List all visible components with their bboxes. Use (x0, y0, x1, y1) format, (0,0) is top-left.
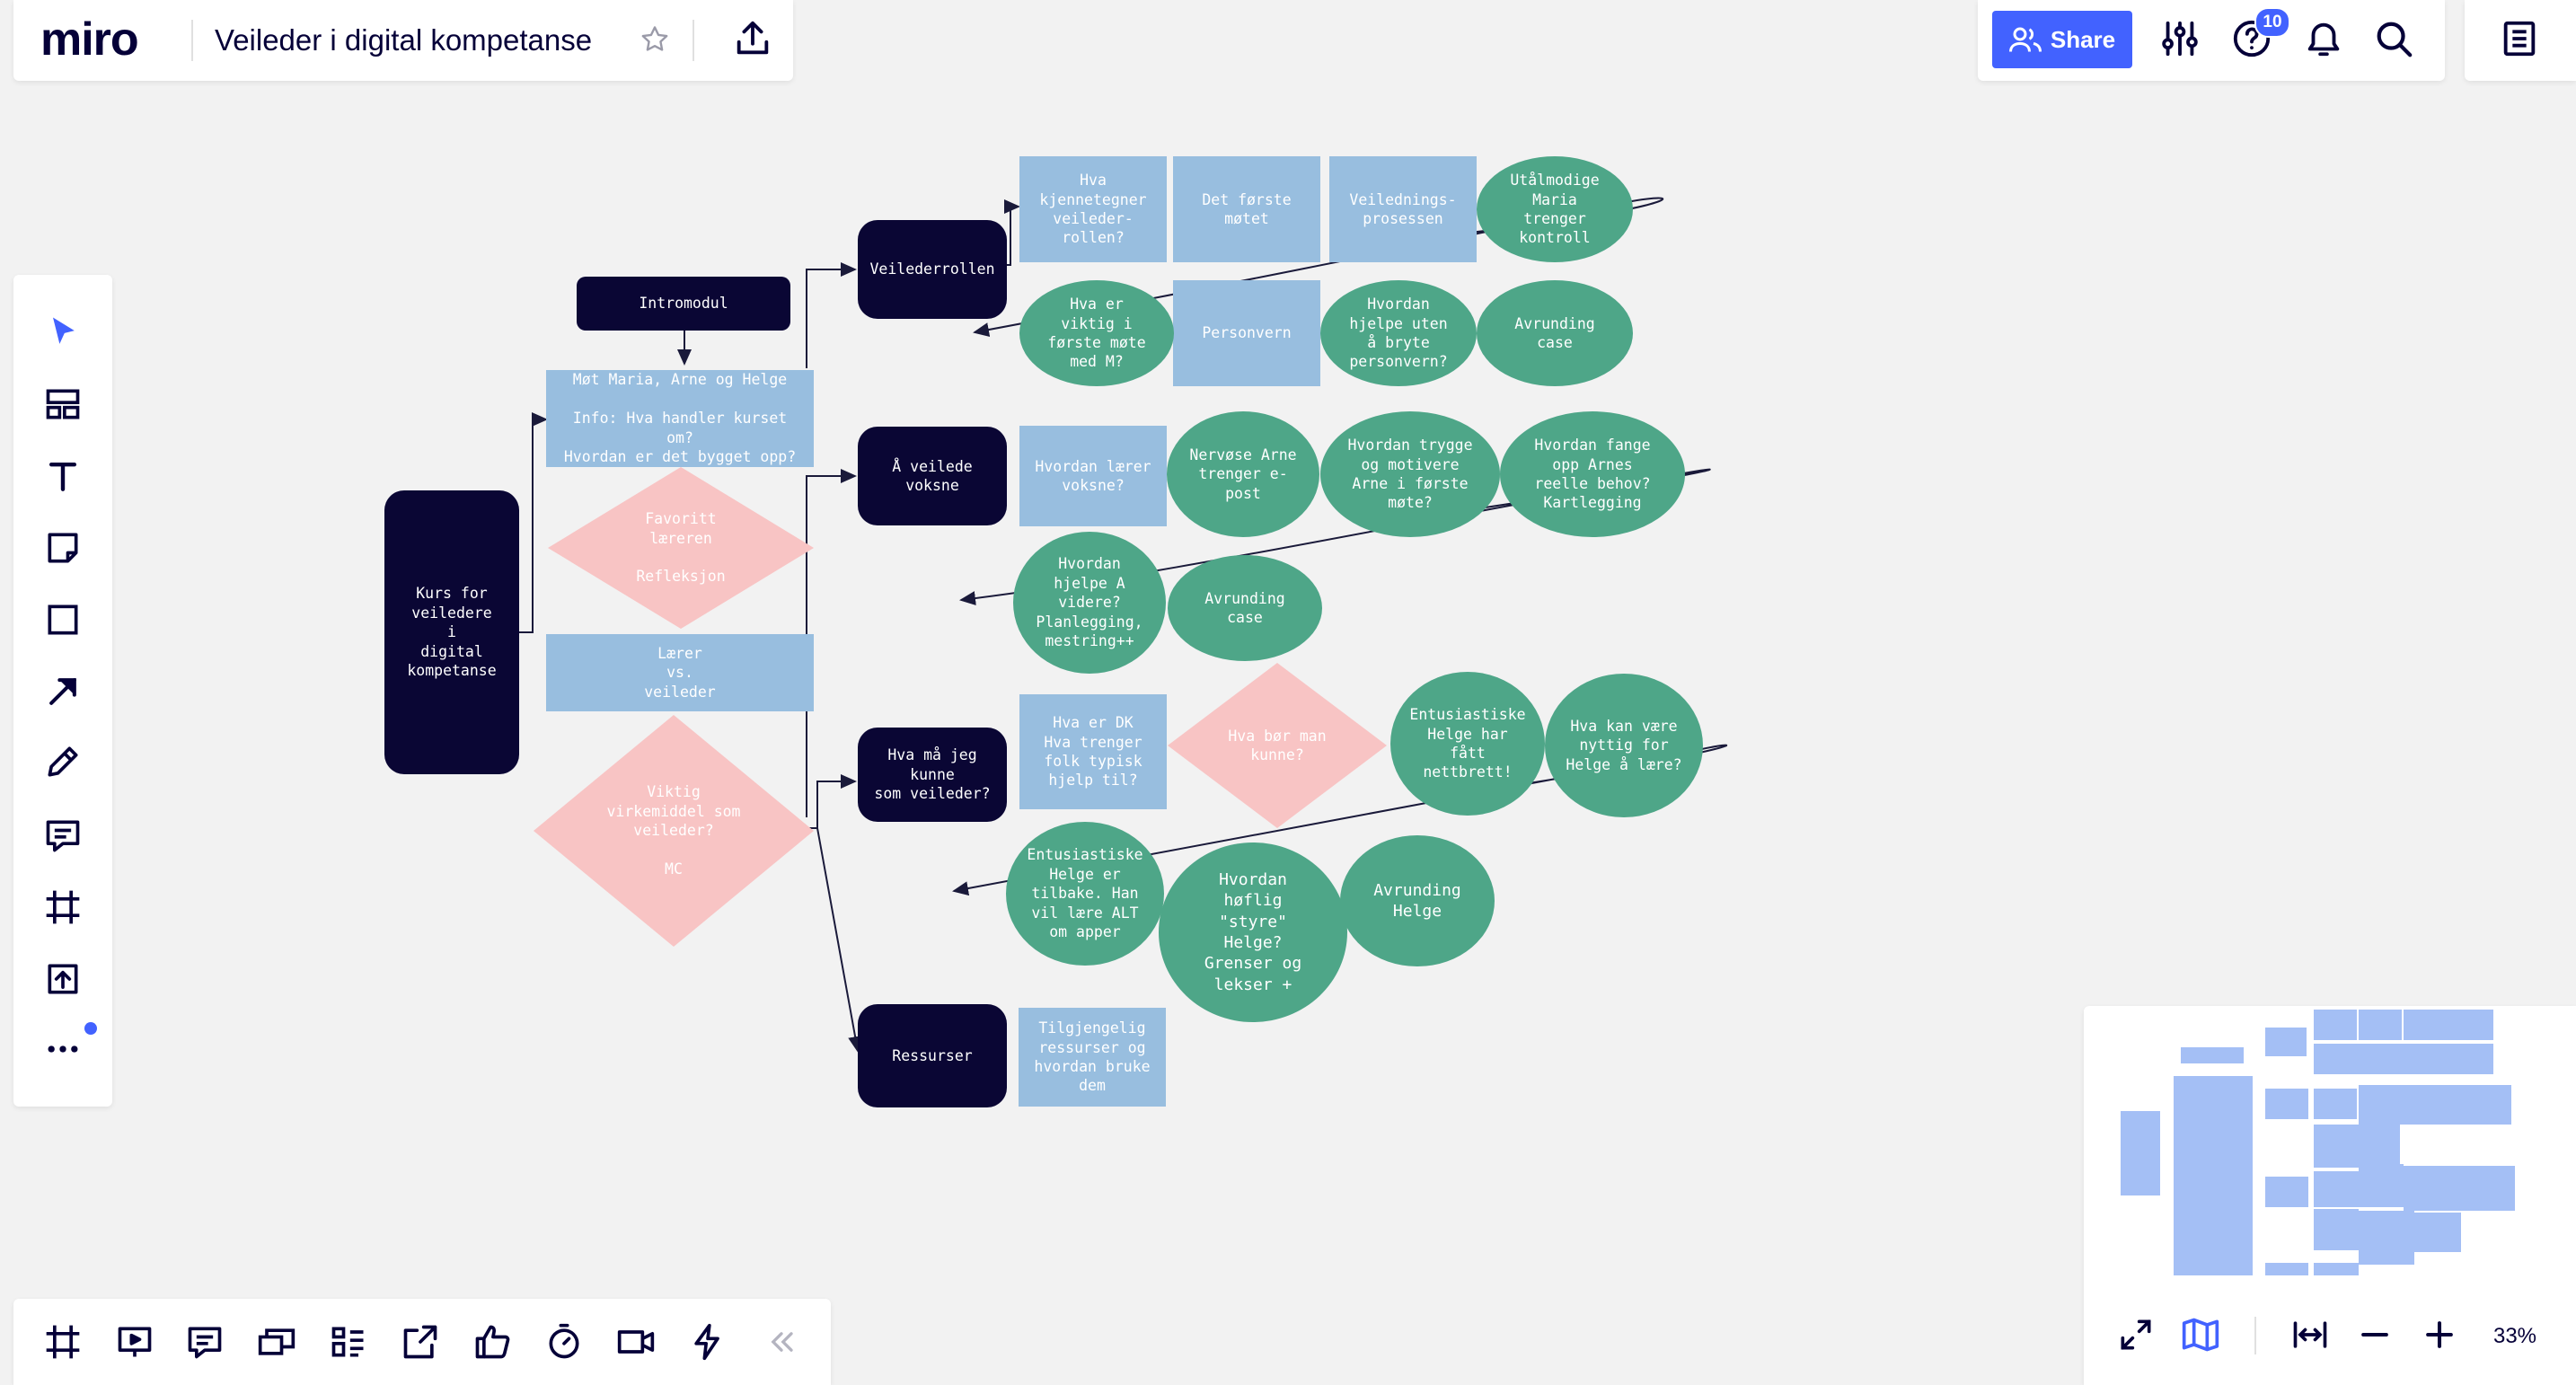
node-forste-motet[interactable]: Det første møtet (1173, 156, 1320, 262)
templates-icon[interactable] (13, 377, 112, 431)
bell-icon[interactable] (2303, 18, 2348, 63)
node-veiledningsprosessen[interactable]: Veilednings- prosessen (1329, 156, 1477, 262)
timer-icon[interactable] (537, 1315, 591, 1369)
node-nervose-arne[interactable]: Nervøse Arne trenger e- post (1167, 411, 1319, 537)
export-icon[interactable] (393, 1315, 447, 1369)
node-favoritt-laereren[interactable]: Favoritt læreren Refleksjon (548, 467, 814, 629)
node-hoflig-styre[interactable]: Hvordan høflig "styre" Helge? Grenser og… (1159, 842, 1347, 1022)
select-cursor-icon[interactable] (13, 305, 112, 359)
kanban-icon[interactable] (322, 1315, 375, 1369)
node-viktig-label: Viktig virkemiddel som veileder? MC (606, 783, 741, 878)
notes-panel-toggle (2465, 0, 2576, 81)
miro-logo[interactable]: miro (40, 13, 139, 66)
zoom-level[interactable]: 33% (2492, 1324, 2537, 1348)
node-nyttig-for-helge[interactable]: Hva kan være nyttig for Helge å lære? (1545, 674, 1703, 817)
share-button[interactable]: Share (1992, 11, 2132, 68)
zoom-divider (2254, 1317, 2256, 1354)
node-fange-behov[interactable]: Hvordan fange opp Arnes reelle behov? Ka… (1500, 411, 1685, 537)
arrow-icon[interactable] (13, 665, 112, 719)
fit-screen-icon[interactable] (2116, 1315, 2156, 1359)
node-utalmodige-maria[interactable]: Utålmodige Maria trenger kontroll (1477, 156, 1633, 262)
node-kjennetegner[interactable]: Hva kjennetegner veileder- rollen? (1019, 156, 1167, 262)
star-icon[interactable] (639, 23, 675, 59)
node-viktig-forste-mote[interactable]: Hva er viktig i første møte med M? (1019, 280, 1174, 386)
upload-file-icon[interactable] (13, 952, 112, 1006)
node-entusiastiske-apper[interactable]: Entusiastiske Helge er tilbake. Han vil … (1006, 822, 1164, 966)
node-avrunding-helge[interactable]: Avrunding Helge (1340, 835, 1495, 966)
help-badge: 10 (2254, 7, 2290, 38)
zoom-in-icon[interactable] (2420, 1315, 2463, 1358)
node-viktig-virkemiddel[interactable]: Viktig virkemiddel som veileder? MC (534, 715, 814, 947)
presentation-icon[interactable] (108, 1315, 162, 1369)
settings-sliders-icon[interactable] (2159, 18, 2204, 63)
node-veilede-voksne[interactable]: Å veilede voksne (858, 427, 1007, 525)
more-icon[interactable] (13, 1022, 112, 1076)
node-trygge-arne[interactable]: Hvordan trygge og motivere Arne i første… (1320, 411, 1500, 537)
upload-icon[interactable] (732, 18, 775, 61)
node-hva-er-dk[interactable]: Hva er DK Hva trenger folk typisk hjelp … (1019, 694, 1167, 809)
lightning-icon[interactable] (681, 1315, 735, 1369)
frames-icon[interactable] (36, 1315, 90, 1369)
text-icon[interactable] (13, 449, 112, 503)
node-bor-kunne-label: Hva bør man kunne? (1228, 727, 1327, 763)
node-entusiastiske-nettbrett[interactable]: Entusiastiske Helge har fått nettbrett! (1390, 672, 1545, 816)
cards-icon[interactable] (250, 1315, 304, 1369)
vote-icon[interactable] (465, 1315, 519, 1369)
collapse-icon[interactable] (754, 1315, 808, 1369)
node-course[interactable]: Kurs for veiledere i digital kompetanse (384, 490, 519, 774)
node-avrunding-case-1[interactable]: Avrunding case (1477, 280, 1633, 386)
node-bor-kunne[interactable]: Hva bør man kunne? (1168, 663, 1387, 828)
minimap-panel: 33% (2084, 1006, 2576, 1385)
node-mot-maria[interactable]: Møt Maria, Arne og Helge Info: Hva handl… (546, 370, 814, 467)
comments-icon[interactable] (178, 1315, 232, 1369)
node-hjelpe-a-videre[interactable]: Hvordan hjelpe A videre? Planlegging, me… (1013, 532, 1166, 674)
node-ma-kunne[interactable]: Hva må jeg kunne som veileder? (858, 728, 1007, 822)
minimap[interactable] (2084, 1006, 2576, 1275)
node-tilgjengelig[interactable]: Tilgjengelig ressurser og hvordan bruke … (1019, 1008, 1166, 1107)
header-divider (693, 20, 694, 61)
more-notification-dot (84, 1022, 97, 1035)
pen-icon[interactable] (13, 735, 112, 789)
sticky-note-icon[interactable] (13, 521, 112, 575)
notes-icon[interactable] (2499, 18, 2544, 63)
shape-icon[interactable] (13, 593, 112, 647)
board-header: miro Veileder i digital kompetanse (13, 0, 793, 81)
share-label: Share (2050, 25, 2116, 53)
video-icon[interactable] (609, 1315, 663, 1369)
node-avrunding-case-2[interactable]: Avrunding case (1168, 555, 1322, 661)
collaboration-bar: Share 10 (1978, 0, 2445, 81)
node-hjelpe-uten-personvern[interactable]: Hvordan hjelpe uten å bryte personvern? (1320, 280, 1477, 386)
node-veilederrollen[interactable]: Veilederrollen (858, 220, 1007, 319)
help-icon[interactable] (2231, 18, 2276, 63)
header-divider (191, 20, 193, 61)
zoom-out-icon[interactable] (2355, 1315, 2398, 1358)
node-laerer-vs-veileder[interactable]: Lærer vs. veileder (546, 634, 814, 711)
board-title[interactable]: Veileder i digital kompetanse (215, 23, 593, 57)
node-ressurser[interactable]: Ressurser (858, 1004, 1007, 1107)
node-intromodul[interactable]: Intromodul (577, 277, 790, 331)
node-laerer-voksne[interactable]: Hvordan lærer voksne? (1019, 426, 1167, 526)
frame-icon[interactable] (13, 880, 112, 934)
comment-icon[interactable] (13, 808, 112, 862)
map-icon[interactable] (2181, 1315, 2224, 1358)
node-favoritt-label: Favoritt læreren Refleksjon (636, 510, 726, 586)
search-icon[interactable] (2373, 18, 2418, 63)
fit-width-icon[interactable] (2290, 1315, 2333, 1358)
share-users-icon (2008, 27, 2042, 52)
node-personvern[interactable]: Personvern (1173, 280, 1320, 386)
